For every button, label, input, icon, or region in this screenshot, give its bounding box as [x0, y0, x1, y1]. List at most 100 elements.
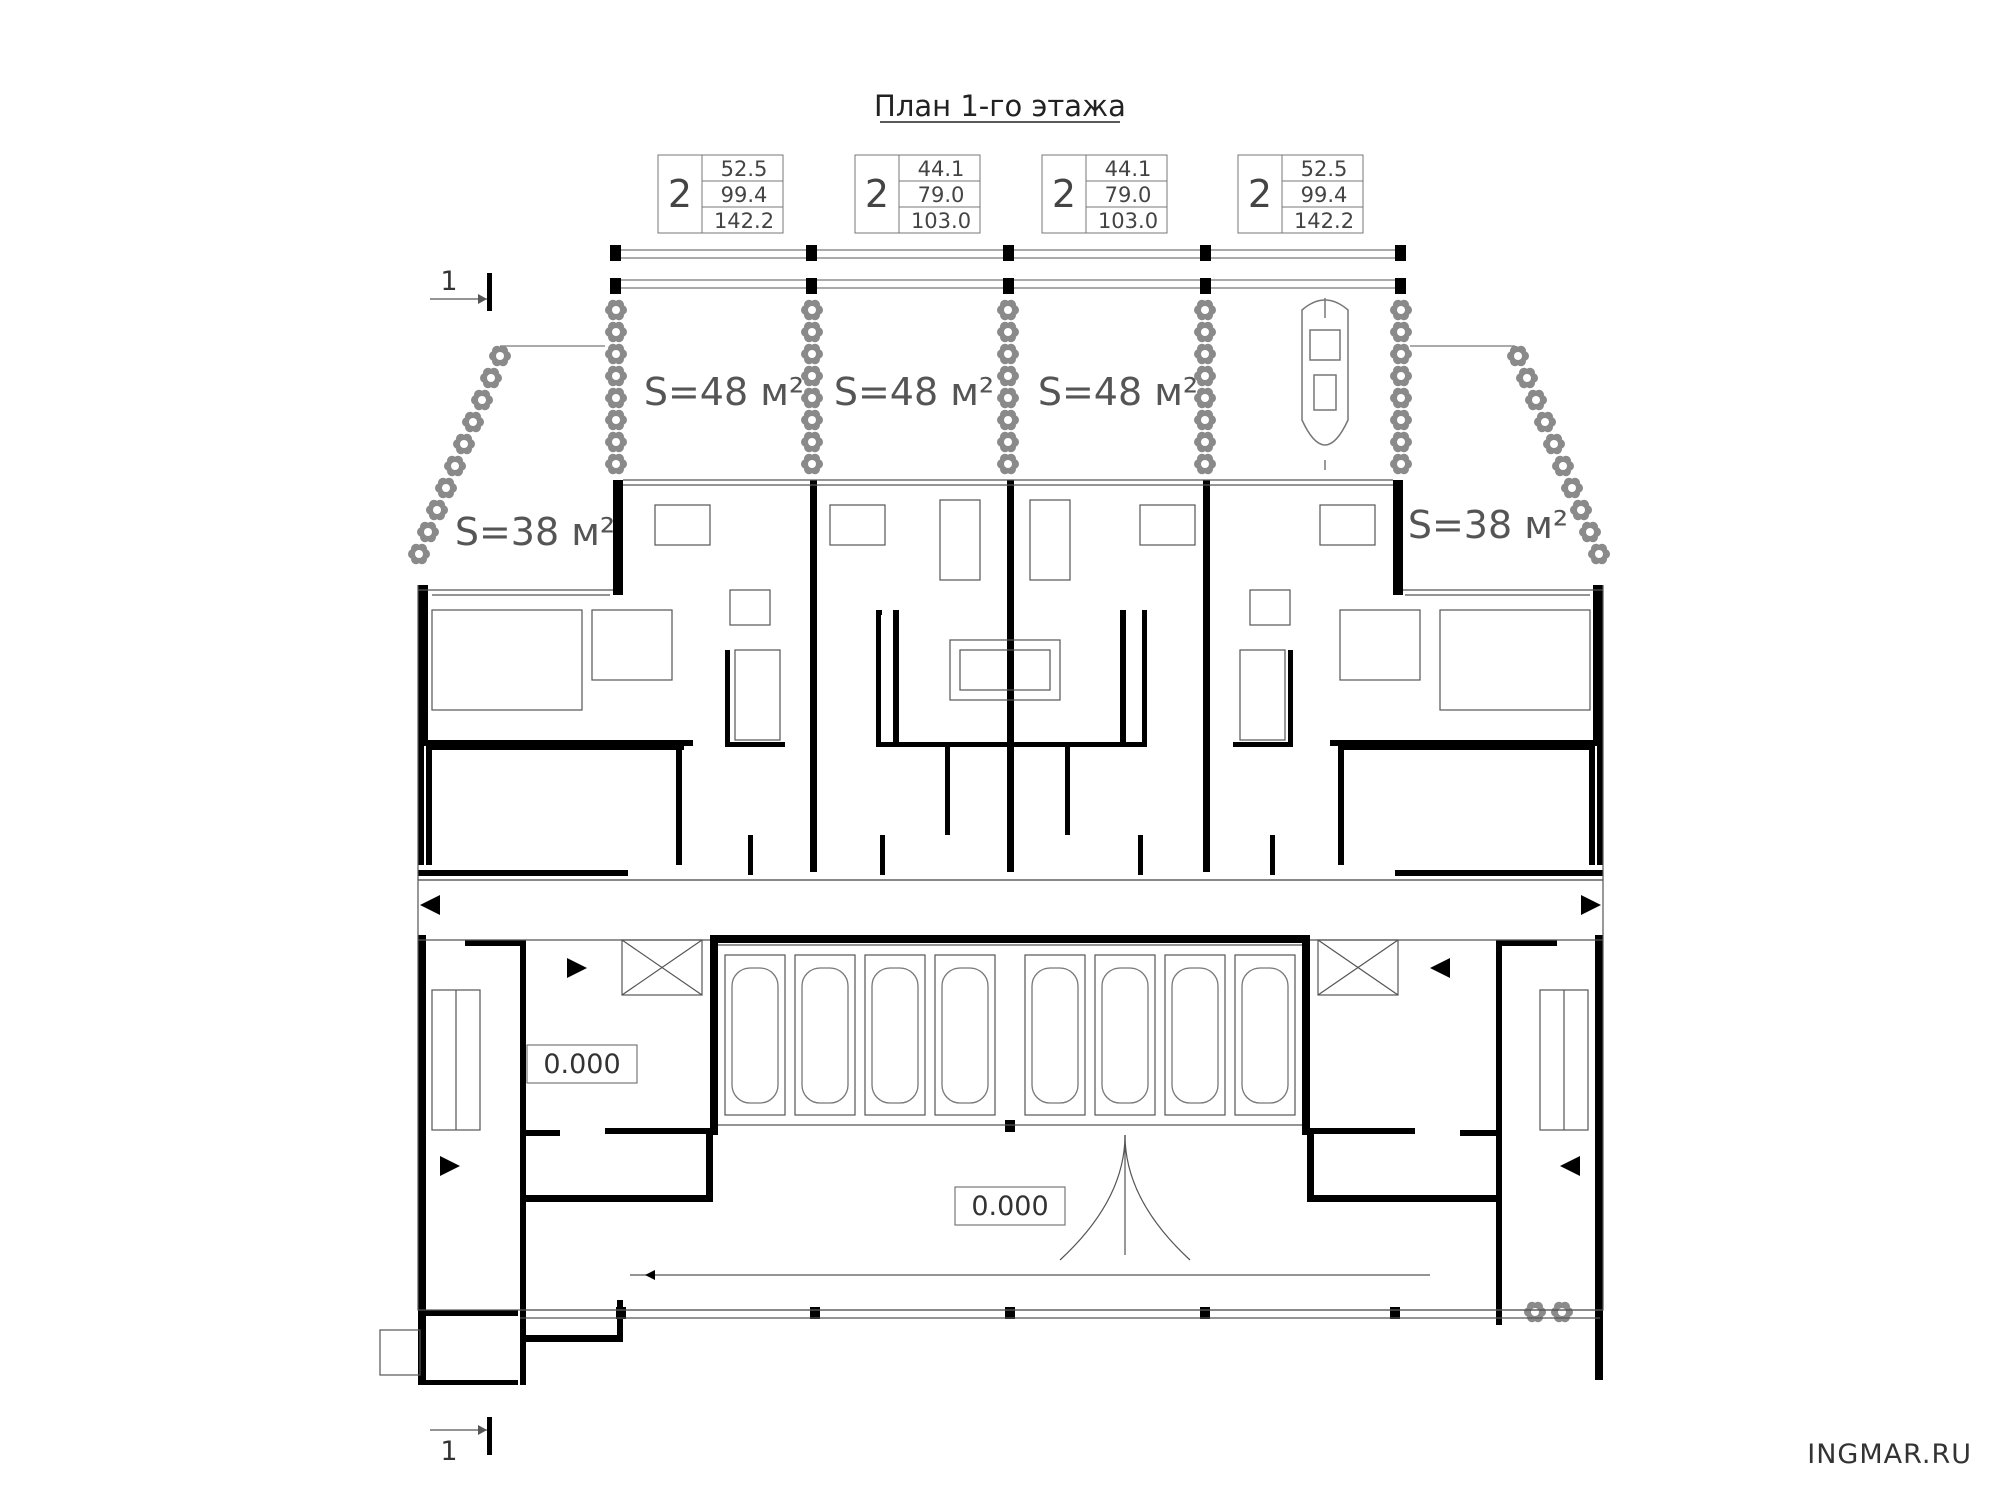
hedge-plant-icon	[1390, 387, 1412, 409]
hedge-plant-icon	[1390, 453, 1412, 475]
unit-area-total: 99.4	[1301, 183, 1348, 207]
hedge-plant-icon	[1194, 343, 1216, 365]
hedge-plant-icon	[453, 433, 475, 455]
unit-area-total: 79.0	[918, 183, 965, 207]
svg-text:0.000: 0.000	[971, 1191, 1048, 1222]
boat-icon	[1301, 298, 1349, 470]
hedge-plant-icon	[997, 299, 1019, 321]
pergola-posts	[610, 245, 1406, 294]
hedge-plant-icon	[1390, 431, 1412, 453]
unit-area-total: 99.4	[721, 183, 768, 207]
unit-area-with-terrace: 142.2	[714, 209, 774, 233]
hedge-plant-icon	[444, 455, 466, 477]
hedge-plant-icon	[1543, 433, 1565, 455]
hedge-plant-icon	[801, 343, 823, 365]
hedge-plant-icon	[605, 299, 627, 321]
hedge-plant-icon	[997, 409, 1019, 431]
hedge-plant-icon	[1194, 321, 1216, 343]
brand-watermark: INGMAR.RU	[1807, 1439, 1972, 1470]
side-terrace-area-label: S=38 м²	[1408, 503, 1568, 547]
unit-area-living: 44.1	[918, 157, 965, 181]
hedge-plant-icon	[605, 387, 627, 409]
hedge-plant-icon	[1534, 411, 1556, 433]
unit-rooms: 2	[1052, 172, 1076, 216]
hedge-plant-icon	[801, 453, 823, 475]
terrace-area-label: S=48 м²	[1038, 370, 1198, 414]
hedge-plant-icon	[1516, 367, 1538, 389]
hedge-plant-icon	[1390, 299, 1412, 321]
unit-table-4: 2 52.5 99.4 142.2	[1237, 154, 1364, 234]
hedge-plant-icon	[801, 299, 823, 321]
hedge-plant-icon	[489, 345, 511, 367]
unit-table-3: 2 44.1 79.0 103.0	[1041, 154, 1168, 234]
terrace-area-label: S=48 м²	[834, 370, 994, 414]
hedge-plant-icon	[1552, 455, 1574, 477]
unit-area-total: 79.0	[1105, 183, 1152, 207]
hedge-plant-icon	[1390, 365, 1412, 387]
hedge-plant-icon	[1390, 321, 1412, 343]
unit-area-living: 44.1	[1105, 157, 1152, 181]
unit-area-with-terrace: 142.2	[1294, 209, 1354, 233]
hedge-plant-icon	[1390, 409, 1412, 431]
unit-area-living: 52.5	[721, 157, 768, 181]
hedge-plant-icon	[480, 367, 502, 389]
hedge-plant-icon	[997, 365, 1019, 387]
unit-table-2: 2 44.1 79.0 103.0	[854, 154, 981, 234]
hedge-plant-icon	[1561, 477, 1583, 499]
hedge-plant-icon	[1551, 1301, 1573, 1323]
section-mark-top: 1	[430, 266, 492, 311]
hedge-plant-icon	[997, 321, 1019, 343]
hedge-plant-icon	[801, 387, 823, 409]
unit-area-living: 52.5	[1301, 157, 1348, 181]
hedge-plant-icon	[1194, 365, 1216, 387]
hedge-plant-icon	[801, 321, 823, 343]
hedge-plant-icon	[1588, 543, 1610, 565]
unit-area-with-terrace: 103.0	[911, 209, 971, 233]
hedge-plant-icon	[605, 453, 627, 475]
hedge-plant-icon	[1194, 453, 1216, 475]
level-mark-parking: 0.000	[954, 1186, 1066, 1226]
parked-cars	[731, 967, 1289, 1104]
hedge-plant-icon	[997, 431, 1019, 453]
plan-title: План 1-го этажа	[874, 89, 1126, 123]
hedge-plant-icon	[997, 453, 1019, 475]
hedge-plant-icon	[462, 411, 484, 433]
hedge-plant-icon	[801, 409, 823, 431]
hedge-plant-icon	[1194, 299, 1216, 321]
hedge-plant-icon	[605, 409, 627, 431]
hedge-plant-icon	[1524, 1301, 1546, 1323]
unit-table-1: 2 52.5 99.4 142.2	[657, 154, 784, 234]
unit-area-with-terrace: 103.0	[1098, 209, 1158, 233]
hedge-plant-icon	[1525, 389, 1547, 411]
svg-text:1: 1	[440, 266, 457, 297]
hedge-plant-icon	[1570, 499, 1592, 521]
unit-rooms: 2	[668, 172, 692, 216]
thin-walls	[379, 479, 1604, 1376]
hedge-plants	[408, 299, 1610, 1323]
section-mark-bottom: 1	[430, 1417, 492, 1467]
hedge-plant-icon	[997, 343, 1019, 365]
svg-text:0.000: 0.000	[543, 1049, 620, 1080]
entrance-arrows	[420, 895, 1601, 1280]
building-walls	[418, 480, 1603, 1385]
terrace-area-label: S=48 м²	[644, 370, 804, 414]
hedge-plant-icon	[605, 431, 627, 453]
hedge-plant-icon	[1194, 387, 1216, 409]
svg-text:1: 1	[440, 1436, 457, 1467]
hedge-plant-icon	[471, 389, 493, 411]
hedge-plant-icon	[801, 431, 823, 453]
unit-rooms: 2	[865, 172, 889, 216]
hedge-plant-icon	[426, 499, 448, 521]
hedge-plant-icon	[997, 387, 1019, 409]
hedge-plant-icon	[1507, 345, 1529, 367]
hedge-plant-icon	[605, 321, 627, 343]
hedge-plant-icon	[435, 477, 457, 499]
hedge-plant-icon	[417, 521, 439, 543]
hedge-plant-icon	[605, 343, 627, 365]
hedge-plant-icon	[408, 543, 430, 565]
hedge-plant-icon	[605, 365, 627, 387]
hedge-plant-icon	[1579, 521, 1601, 543]
hedge-plant-icon	[1194, 409, 1216, 431]
